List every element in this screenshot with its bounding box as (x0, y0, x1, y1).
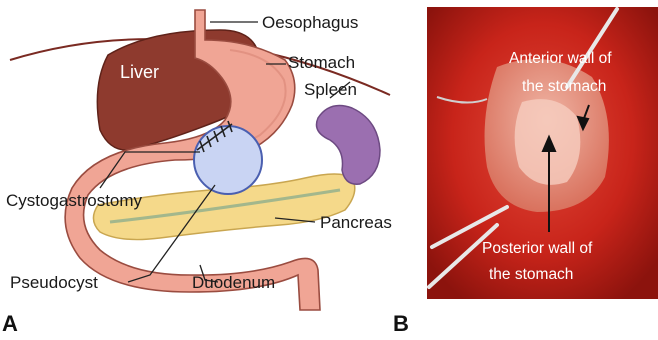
panel-a-diagram: Oesophagus Stomach Spleen Liver Cystogas… (0, 0, 420, 335)
label-liver: Liver (120, 62, 159, 82)
surgical-photo: Anterior wall of the stomach Posterior w… (427, 7, 658, 335)
label-oesophagus: Oesophagus (262, 13, 358, 32)
label-cystogastrostomy: Cystogastrostomy (6, 191, 143, 210)
label-anterior-wall-line1: Anterior wall of (509, 50, 612, 67)
anatomy-illustration: Oesophagus Stomach Spleen Liver Cystogas… (0, 0, 420, 335)
panel-b-letter-wrapper: B (393, 305, 423, 335)
label-pancreas: Pancreas (320, 213, 392, 232)
panel-letter-b-visible: B (393, 311, 409, 335)
label-posterior-wall-line2: the stomach (489, 266, 573, 283)
label-spleen: Spleen (304, 80, 357, 99)
label-stomach: Stomach (288, 53, 355, 72)
label-duodenum: Duodenum (192, 273, 275, 292)
panel-b-photo: Anterior wall of the stomach Posterior w… (427, 7, 658, 335)
label-pseudocyst: Pseudocyst (10, 273, 98, 292)
pseudocyst-shape (194, 126, 262, 194)
label-anterior-wall-line2: the stomach (522, 78, 606, 95)
spleen-shape (317, 106, 381, 185)
label-posterior-wall-line1: Posterior wall of (482, 240, 593, 257)
panel-letter-a: A (2, 311, 18, 335)
